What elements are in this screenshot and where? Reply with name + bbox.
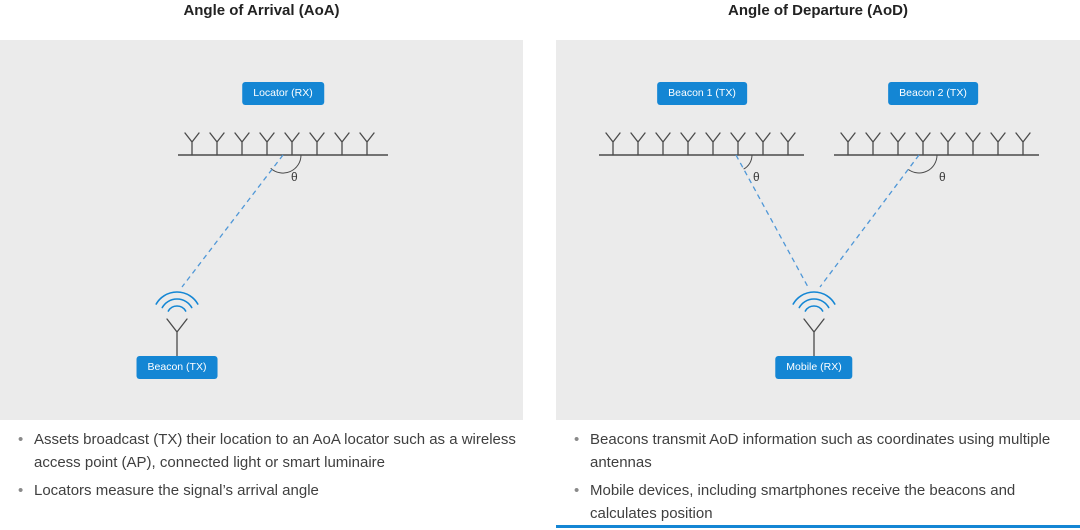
mobile-antenna-icon	[803, 318, 825, 357]
bullet-item: Beacons transmit AoD information such as…	[574, 428, 1074, 474]
aod-angle-arc-2	[907, 154, 938, 174]
aoa-section: Angle of Arrival (AoA) θ Locator (RX) Be…	[0, 0, 523, 530]
aod-signal-dashed-line-2	[819, 154, 920, 288]
aoa-title: Angle of Arrival (AoA)	[183, 2, 340, 19]
aod-theta-label-2: θ	[939, 170, 946, 184]
aod-panel: θ θ Beacon 1 (TX) Beacon 2 (TX) Mobile (…	[556, 40, 1080, 420]
aoa-bullet-list: Assets broadcast (TX) their location to …	[0, 428, 523, 502]
aod-bullet-list: Beacons transmit AoD information such as…	[556, 428, 1080, 525]
aod-angle-arc-1	[743, 154, 753, 170]
aoa-signal-dashed-line	[181, 154, 284, 288]
aoa-diagram: θ	[155, 132, 388, 357]
bottom-divider	[556, 525, 1080, 528]
aoa-panel: θ Locator (RX) Beacon (TX)	[0, 40, 523, 420]
bullet-item: Mobile devices, including smartphones re…	[574, 479, 1074, 525]
mobile-signal-waves-icon	[792, 291, 836, 312]
aod-signal-dashed-line-1	[735, 154, 809, 288]
beacon2-tx-label: Beacon 2 (TX)	[888, 82, 978, 105]
aod-section: Angle of Departure (AoD) θ θ Bea	[556, 0, 1080, 530]
beacon1-tx-label: Beacon 1 (TX)	[657, 82, 747, 105]
locator-rx-label: Locator (RX)	[242, 82, 324, 105]
beacon1-antenna-array-icon	[605, 132, 796, 156]
aoa-angle-arc	[270, 154, 302, 174]
bullet-item: Locators measure the signal’s arrival an…	[18, 479, 517, 502]
bullet-item: Assets broadcast (TX) their location to …	[18, 428, 517, 474]
beacon-antenna-icon	[166, 318, 188, 357]
aod-theta-label-1: θ	[753, 170, 760, 184]
aod-title: Angle of Departure (AoD)	[728, 2, 908, 19]
locator-antenna-array-icon	[184, 132, 375, 156]
mobile-rx-label: Mobile (RX)	[775, 356, 853, 379]
beacon-signal-waves-icon	[155, 291, 199, 312]
aod-diagram: θ θ	[599, 132, 1039, 357]
beacon-tx-label: Beacon (TX)	[136, 356, 218, 379]
aoa-theta-label: θ	[291, 170, 298, 184]
beacon2-antenna-array-icon	[840, 132, 1031, 156]
